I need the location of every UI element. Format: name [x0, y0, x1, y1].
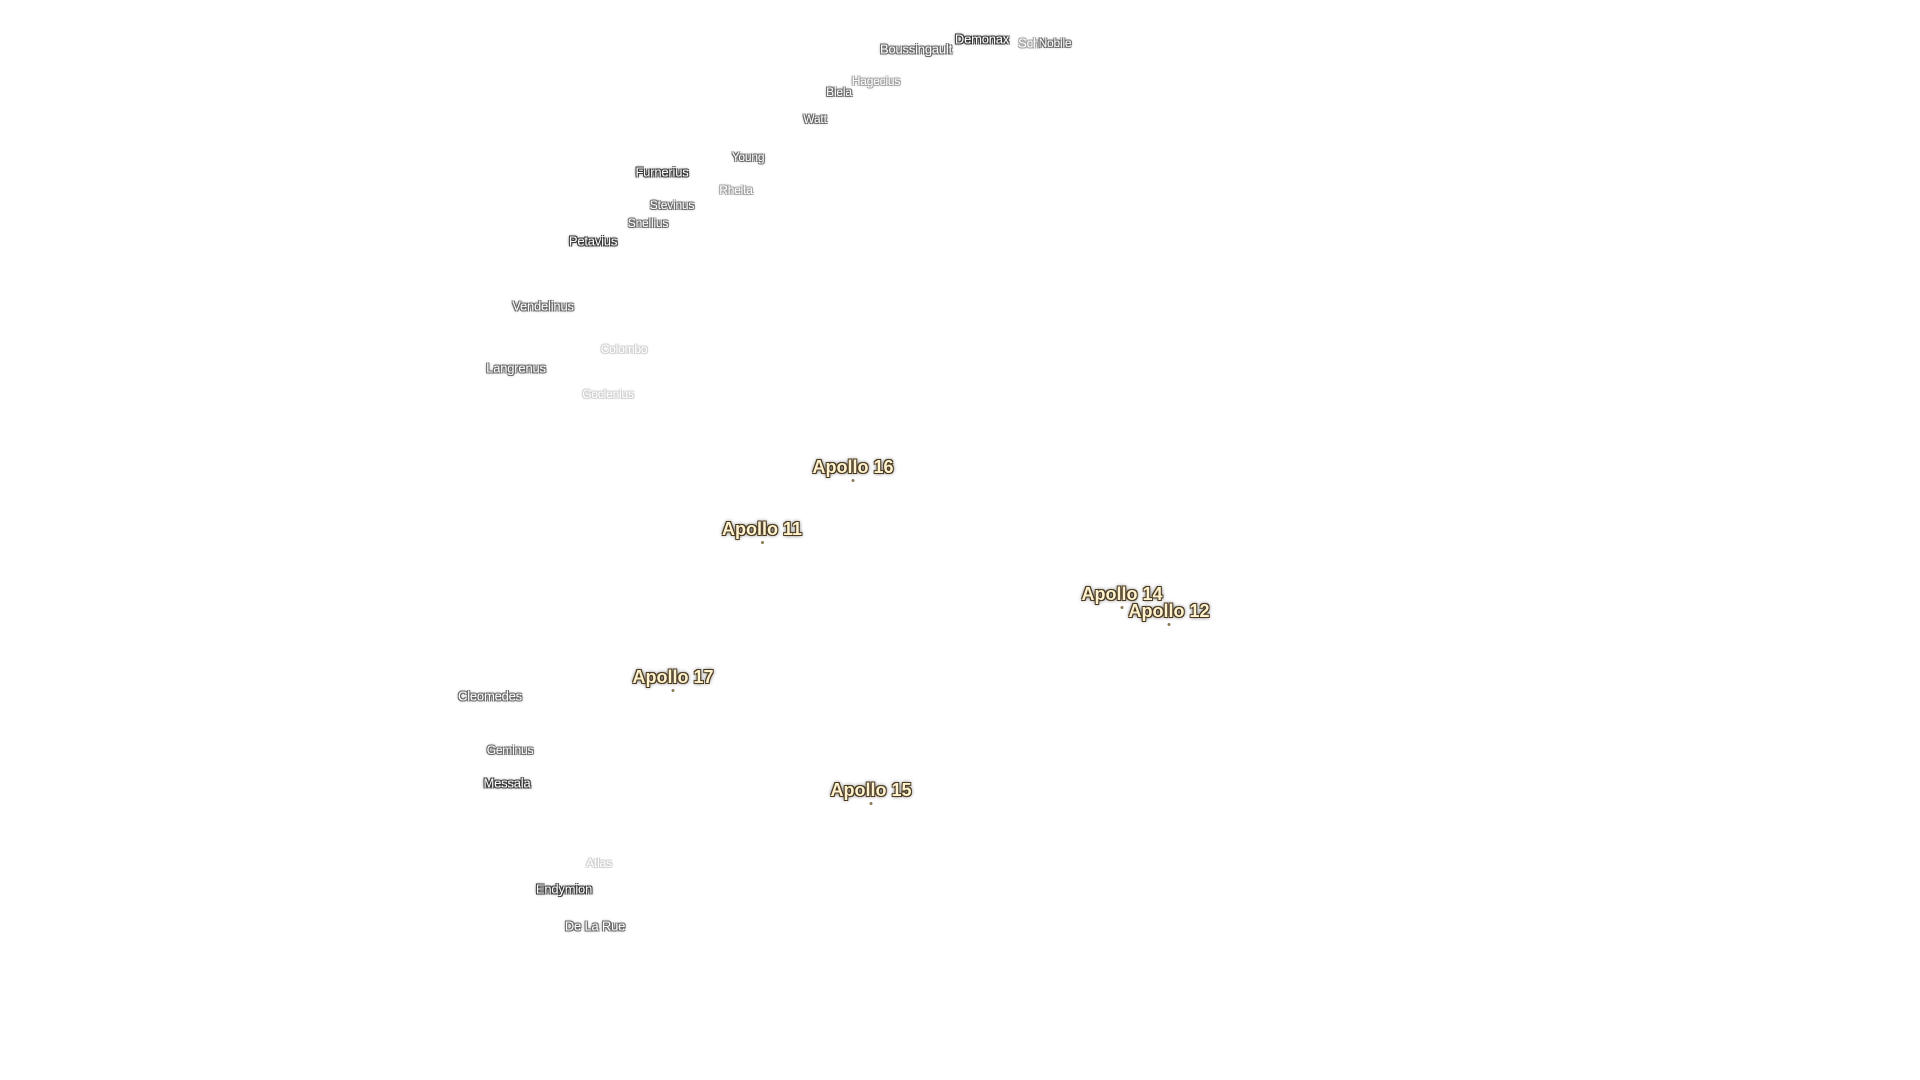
crater-label-rheita[interactable]: Rheita: [719, 183, 753, 197]
crater-label-colombo[interactable]: Colombo: [600, 342, 648, 356]
crater-label-schomberger[interactable]: Sch: [1018, 35, 1040, 51]
landing-site-apollo-11[interactable]: Apollo 11: [722, 519, 802, 544]
landing-site-marker: [1120, 606, 1124, 609]
crater-label-demonax[interactable]: Demonax: [954, 31, 1010, 47]
landing-site-marker: [760, 541, 764, 544]
landing-site-label: Apollo 12: [1128, 601, 1210, 621]
landing-site-apollo-12[interactable]: Apollo 12: [1128, 601, 1210, 626]
landing-site-apollo-16[interactable]: Apollo 16: [812, 457, 894, 482]
crater-label-furnerius[interactable]: Furnerius: [635, 164, 689, 180]
crater-label-cleomedes[interactable]: Cleomedes: [458, 688, 522, 704]
crater-label-hagecius[interactable]: Hagecius: [851, 74, 901, 88]
crater-label-endymion[interactable]: Endymion: [535, 881, 593, 897]
crater-label-boussingault[interactable]: Boussingault: [879, 41, 953, 57]
crater-label-young[interactable]: Young: [731, 150, 765, 164]
crater-label-petavius[interactable]: Petavius: [568, 233, 618, 249]
landing-site-marker: [1167, 623, 1171, 626]
crater-label-stevinus[interactable]: Stevinus: [649, 198, 695, 212]
crater-label-geminus[interactable]: Geminus: [486, 743, 534, 757]
landing-site-label: Apollo 17: [632, 667, 714, 687]
landing-site-apollo-15[interactable]: Apollo 15: [830, 780, 912, 805]
crater-label-watt[interactable]: Watt: [803, 112, 827, 126]
crater-label-atlas[interactable]: Atlas: [586, 856, 612, 870]
landing-site-apollo-17[interactable]: Apollo 17: [632, 667, 714, 692]
crater-label-vendelinus[interactable]: Vendelinus: [512, 298, 574, 314]
crater-label-langrenus[interactable]: Langrenus: [486, 360, 546, 376]
landing-site-label: Apollo 11: [721, 519, 803, 539]
crater-label-nobile[interactable]: Nobile: [1038, 36, 1072, 50]
crater-label-messala[interactable]: Messala: [483, 775, 531, 791]
landing-site-label: Apollo 15: [830, 780, 912, 800]
crater-label-snellius[interactable]: Snellius: [627, 216, 669, 230]
landing-site-marker: [671, 689, 675, 692]
landing-site-apollo-14[interactable]: Apollo 14: [1081, 584, 1163, 609]
crater-label-goclenius[interactable]: Goclenius: [582, 387, 634, 401]
landing-site-label: Apollo 16: [812, 457, 894, 477]
crater-label-biela[interactable]: Biela: [826, 85, 852, 99]
landing-site-marker: [851, 479, 855, 482]
landing-site-marker: [869, 802, 873, 805]
crater-label-de-la-rue[interactable]: De La Rue: [564, 918, 626, 934]
landing-site-label: Apollo 14: [1081, 584, 1163, 604]
